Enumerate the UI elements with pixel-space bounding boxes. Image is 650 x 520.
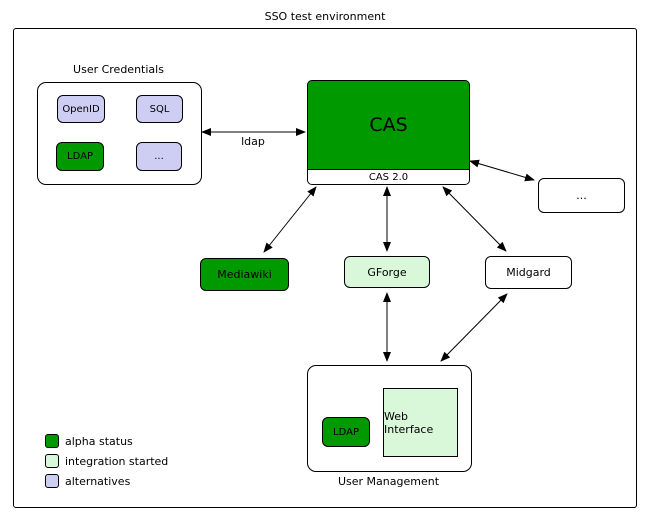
legend-item-alpha-status: alpha status	[45, 434, 133, 448]
diagram-title: SSO test environment	[264, 10, 386, 23]
legend-label-alternatives: alternatives	[65, 474, 131, 488]
legend-swatch-alternatives	[45, 474, 59, 488]
legend-label-alpha-status: alpha status	[65, 434, 133, 448]
node-gforge: GForge	[344, 256, 430, 288]
user-management-label: User Management	[337, 475, 440, 488]
legend-swatch-integration-started	[45, 454, 59, 468]
node-cas: CAS CAS 2.0	[307, 80, 470, 185]
node-ellipsis-right: ...	[538, 178, 625, 213]
legend-swatch-alpha-status	[45, 434, 59, 448]
node-mediawiki: Mediawiki	[200, 258, 289, 291]
legend-item-alternatives: alternatives	[45, 474, 130, 488]
node-ldap-credentials: LDAP	[56, 142, 104, 171]
user-credentials-label: User Credentials	[73, 63, 164, 76]
node-openid: OpenID	[57, 95, 105, 123]
cas-version: CAS 2.0	[308, 169, 469, 184]
node-ldap-management: LDAP	[322, 417, 370, 447]
legend-item-integration-started: integration started	[45, 454, 168, 468]
node-web-interface: Web Interface	[383, 388, 458, 457]
edge-label-ldap: ldap	[241, 135, 265, 148]
cas-title: CAS	[369, 114, 408, 136]
legend-label-integration-started: integration started	[65, 454, 169, 468]
node-midgard: Midgard	[485, 256, 572, 289]
node-credentials-ellipsis: ...	[136, 142, 182, 171]
node-sql: SQL	[136, 95, 183, 123]
